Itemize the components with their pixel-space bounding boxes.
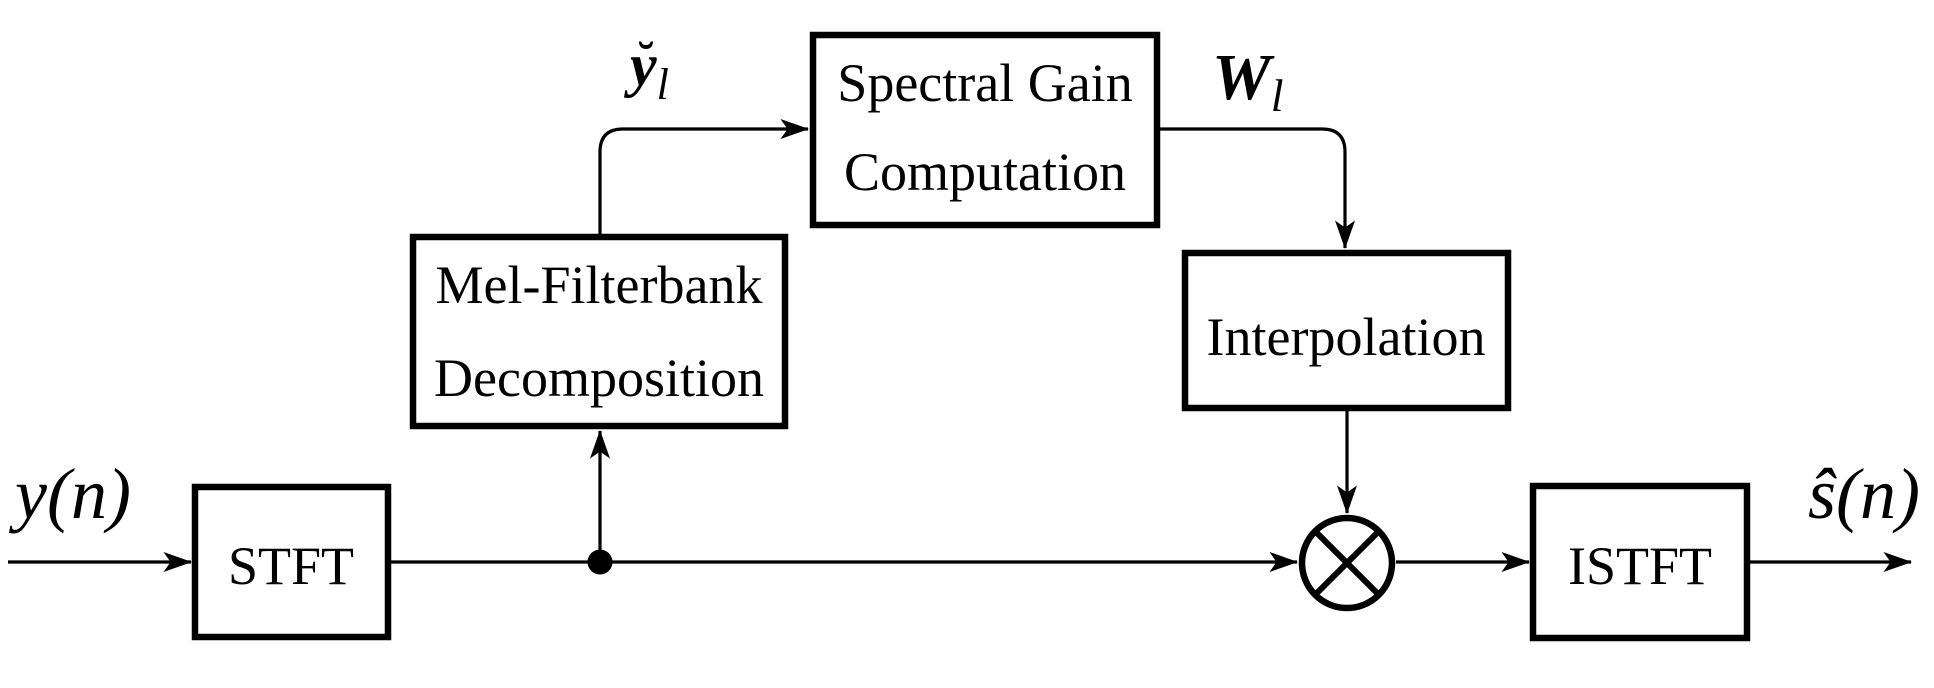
- stft-label: STFT: [228, 536, 354, 596]
- output-signal-label: ŝ(n): [1808, 454, 1920, 534]
- block-mel-filterbank: Mel-Filterbank Decomposition: [409, 233, 789, 430]
- input-signal-label: y(n): [8, 454, 131, 534]
- interpolation-label: Interpolation: [1207, 307, 1486, 367]
- spectral-gain-box: [809, 31, 1161, 229]
- mel-output-text: yl: [624, 32, 669, 109]
- breve-accent: ˘: [638, 33, 654, 86]
- istft-label: ISTFT: [1568, 536, 1712, 596]
- spectral-gain-label-line1: Spectral Gain: [837, 53, 1132, 113]
- stft-box: [191, 483, 392, 641]
- mel-filterbank-box: [409, 233, 789, 430]
- block-interpolation: Interpolation: [1181, 249, 1512, 412]
- block-istft: ISTFT: [1529, 482, 1751, 642]
- gain-output-signal-label: Wl: [1212, 41, 1283, 121]
- multiplier-cross-line-2: [1313, 529, 1381, 597]
- gain-output-text: Wl: [1212, 41, 1283, 121]
- block-spectral-gain: Spectral Gain Computation: [809, 31, 1161, 229]
- wire-spectral-gain-to-interpolation: [1157, 127, 1355, 249]
- spectral-gain-label-line2: Computation: [844, 142, 1126, 202]
- mel-filterbank-label-line2: Decomposition: [434, 348, 764, 408]
- branch-dot: [587, 549, 613, 575]
- interpolation-box: [1181, 249, 1512, 412]
- multiplier-node: [1298, 514, 1396, 612]
- istft-box: [1529, 482, 1751, 642]
- wire-mel-filterbank-to-spectral-gain: [598, 119, 809, 237]
- block-stft: STFT: [191, 483, 392, 641]
- mel-filterbank-label-line1: Mel-Filterbank: [436, 255, 763, 315]
- mel-output-signal-label: ˘ yl: [624, 32, 669, 109]
